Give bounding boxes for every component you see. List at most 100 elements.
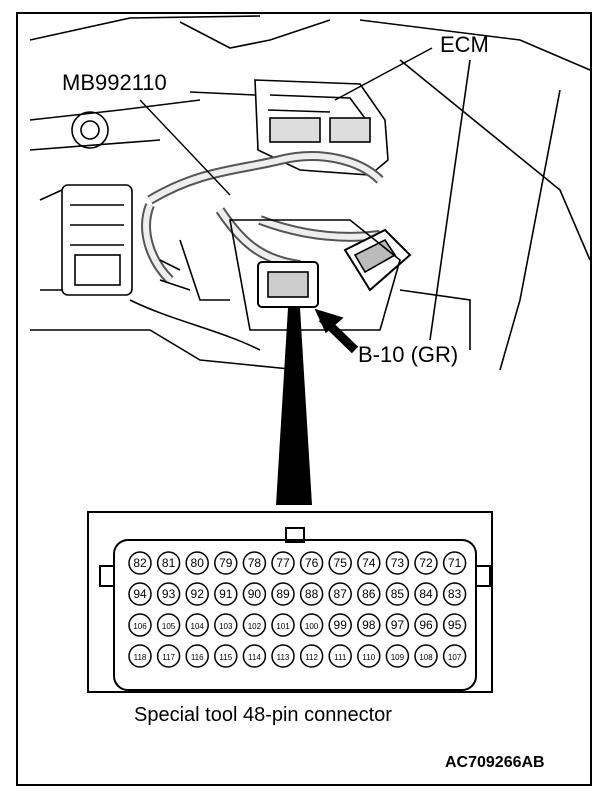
connector-housing [87, 511, 493, 693]
connector-pin [299, 613, 324, 637]
connector-pin-label: 92 [191, 587, 205, 601]
connector-pin-label: 99 [334, 618, 348, 632]
connector-pin [128, 644, 152, 668]
connector-pin [328, 582, 352, 606]
connector-pin [156, 644, 181, 668]
connector-pin-label: 117 [162, 653, 175, 662]
figure-frame [16, 12, 592, 786]
connector-pin [128, 551, 152, 575]
connector-pin-label: 114 [248, 653, 261, 662]
connector-pin-label: 85 [391, 587, 405, 601]
connector-pin-label: 94 [133, 587, 147, 601]
connector-pin [242, 582, 267, 606]
connector-pin-label: 112 [305, 653, 318, 662]
connector-pin-label: 74 [362, 556, 376, 570]
connector-pin [299, 582, 324, 606]
connector-pin [242, 644, 267, 668]
connector-pin-label: 82 [133, 556, 147, 570]
figure-code: AC709266AB [445, 754, 545, 771]
connector-pin-label: 113 [277, 653, 290, 662]
connector-pin-label: 83 [448, 587, 462, 601]
connector-pin-label: 110 [362, 653, 375, 662]
connector-pin [185, 613, 209, 637]
connector-pin-label: 105 [162, 622, 176, 631]
connector-pin [242, 613, 267, 637]
connector-label: B-10 (GR) [358, 342, 459, 367]
connector-pin [442, 644, 467, 668]
connector-pin-label: 101 [276, 622, 290, 631]
connector-caption: Special tool 48-pin connector [134, 704, 392, 726]
connector-pin-label: 102 [248, 622, 262, 631]
connector-pin [214, 582, 238, 606]
connector-pin [242, 551, 267, 575]
connector-pin-label: 71 [448, 556, 462, 570]
connector-pin [357, 582, 381, 606]
connector-pin [271, 551, 295, 575]
connector-pin [357, 551, 381, 575]
connector-pin [214, 551, 238, 575]
connector-pin [128, 582, 152, 606]
connector-pin-label: 79 [219, 556, 233, 570]
connector-pin-label: 103 [219, 622, 233, 631]
connector-pin-label: 78 [248, 556, 262, 570]
connector-pin-grid: 82 81 80 79 78 77 76 75 74 73 72 71 94 93 92 91 90 89 88 87… [128, 551, 467, 668]
connector-pin-label: 108 [419, 653, 433, 662]
connector-pin-label: 89 [276, 587, 290, 601]
connector-pin-label: 87 [334, 587, 348, 601]
connector-pin [299, 551, 324, 575]
connector-pin-label: 84 [419, 587, 433, 601]
connector-pin-label: 72 [419, 556, 433, 570]
connector-pin [271, 644, 295, 668]
connector-pin [414, 613, 438, 637]
connector-pin-label: 106 [133, 622, 147, 631]
connector-pin-label: 73 [391, 556, 405, 570]
connector-pin-label: 86 [362, 587, 376, 601]
connector-pin-label: 77 [276, 556, 290, 570]
connector-pin [128, 613, 152, 637]
connector-pin [385, 551, 410, 575]
connector-pin-label: 115 [219, 653, 232, 662]
connector-pin-label: 97 [391, 618, 405, 632]
connector-pin-label: 93 [162, 587, 176, 601]
connector-pin [414, 582, 438, 606]
engine-bay-photo [29, 14, 591, 374]
connector-pin-label: 98 [362, 618, 376, 632]
pointer-arrow [276, 308, 312, 505]
special-tool-label: MB992110 [62, 70, 167, 95]
connector-pin [357, 613, 381, 637]
connector-pin-label: 76 [305, 556, 319, 570]
connector-pin-label: 88 [305, 587, 319, 601]
connector-pin [299, 644, 324, 668]
connector-pin [414, 644, 438, 668]
connector-pin-label: 116 [191, 653, 204, 662]
connector-pin [156, 551, 181, 575]
connector-pin-label: 81 [162, 556, 176, 570]
connector-pin [214, 644, 238, 668]
connector-pin-label: 75 [334, 556, 348, 570]
connector-pin [156, 582, 181, 606]
connector-pin-label: 118 [134, 653, 147, 662]
connector-pin [185, 551, 209, 575]
connector-pin [185, 582, 209, 606]
connector-pin [328, 613, 352, 637]
connector-pin [414, 551, 438, 575]
connector-pin [442, 613, 467, 637]
connector-pin [185, 644, 209, 668]
connector-pin-label: 80 [191, 556, 205, 570]
connector-pin-label: 107 [448, 653, 462, 662]
connector-pin-label: 111 [334, 653, 347, 662]
connector-pin [385, 613, 410, 637]
connector-pin-label: 109 [391, 653, 405, 662]
connector-pin [271, 613, 295, 637]
connector-pin [442, 551, 467, 575]
connector-pin [357, 644, 381, 668]
connector-pin [442, 582, 467, 606]
connector-pin-label: 90 [248, 587, 262, 601]
connector-pin [385, 582, 410, 606]
connector-pin [328, 644, 352, 668]
connector-pin-label: 96 [419, 618, 433, 632]
connector-pin-label: 100 [305, 622, 319, 631]
connector-pin [156, 613, 181, 637]
connector-pin-label: 91 [219, 587, 233, 601]
